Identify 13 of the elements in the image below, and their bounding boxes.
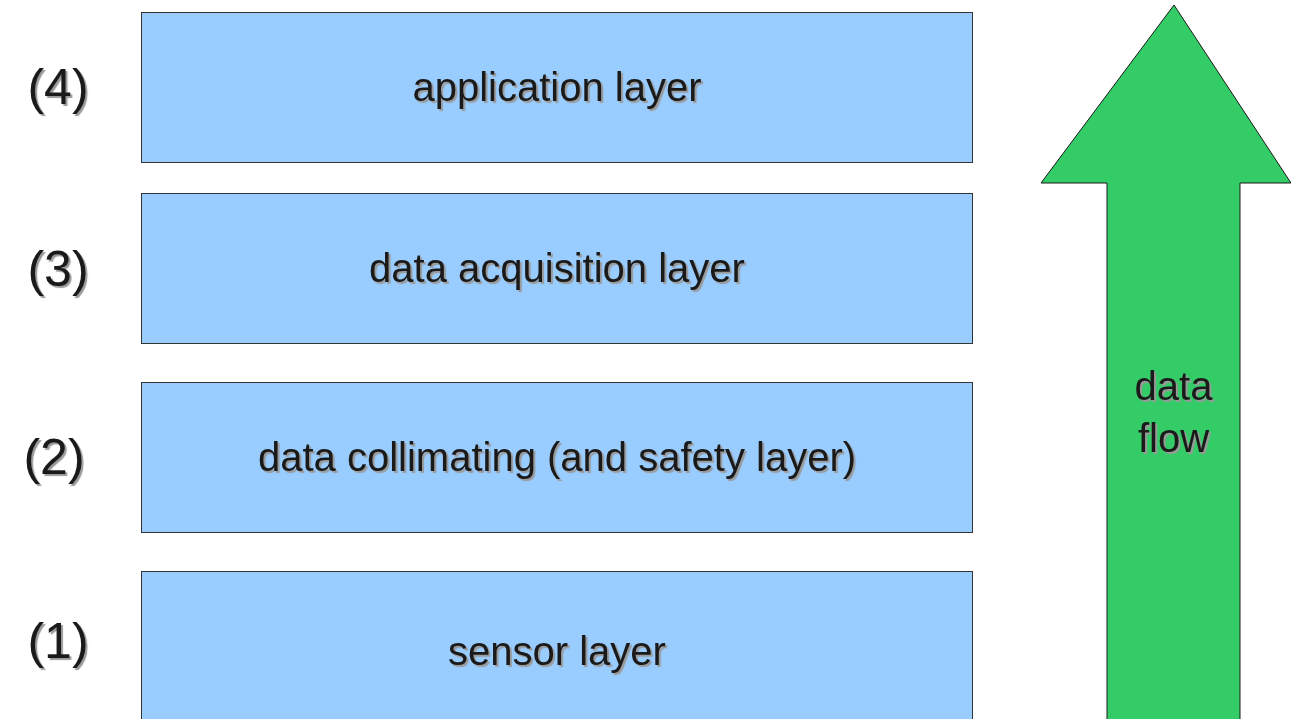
arrow-label: data flow (1133, 363, 1214, 462)
layer-number: (2) (22, 428, 86, 486)
layer-label: data acquisition layer (369, 246, 745, 291)
layer-number: (4) (26, 58, 90, 116)
layer-number: (3) (26, 240, 90, 298)
layer-label: data collimating (and safety layer) (257, 435, 857, 480)
layer-box (141, 382, 973, 533)
layer-box (141, 12, 973, 163)
layer-number: (1) (26, 612, 90, 670)
layer-box (141, 571, 973, 719)
layer-label: sensor layer (448, 628, 666, 674)
layer-box (141, 193, 973, 344)
layer-label: application layer (412, 65, 702, 110)
